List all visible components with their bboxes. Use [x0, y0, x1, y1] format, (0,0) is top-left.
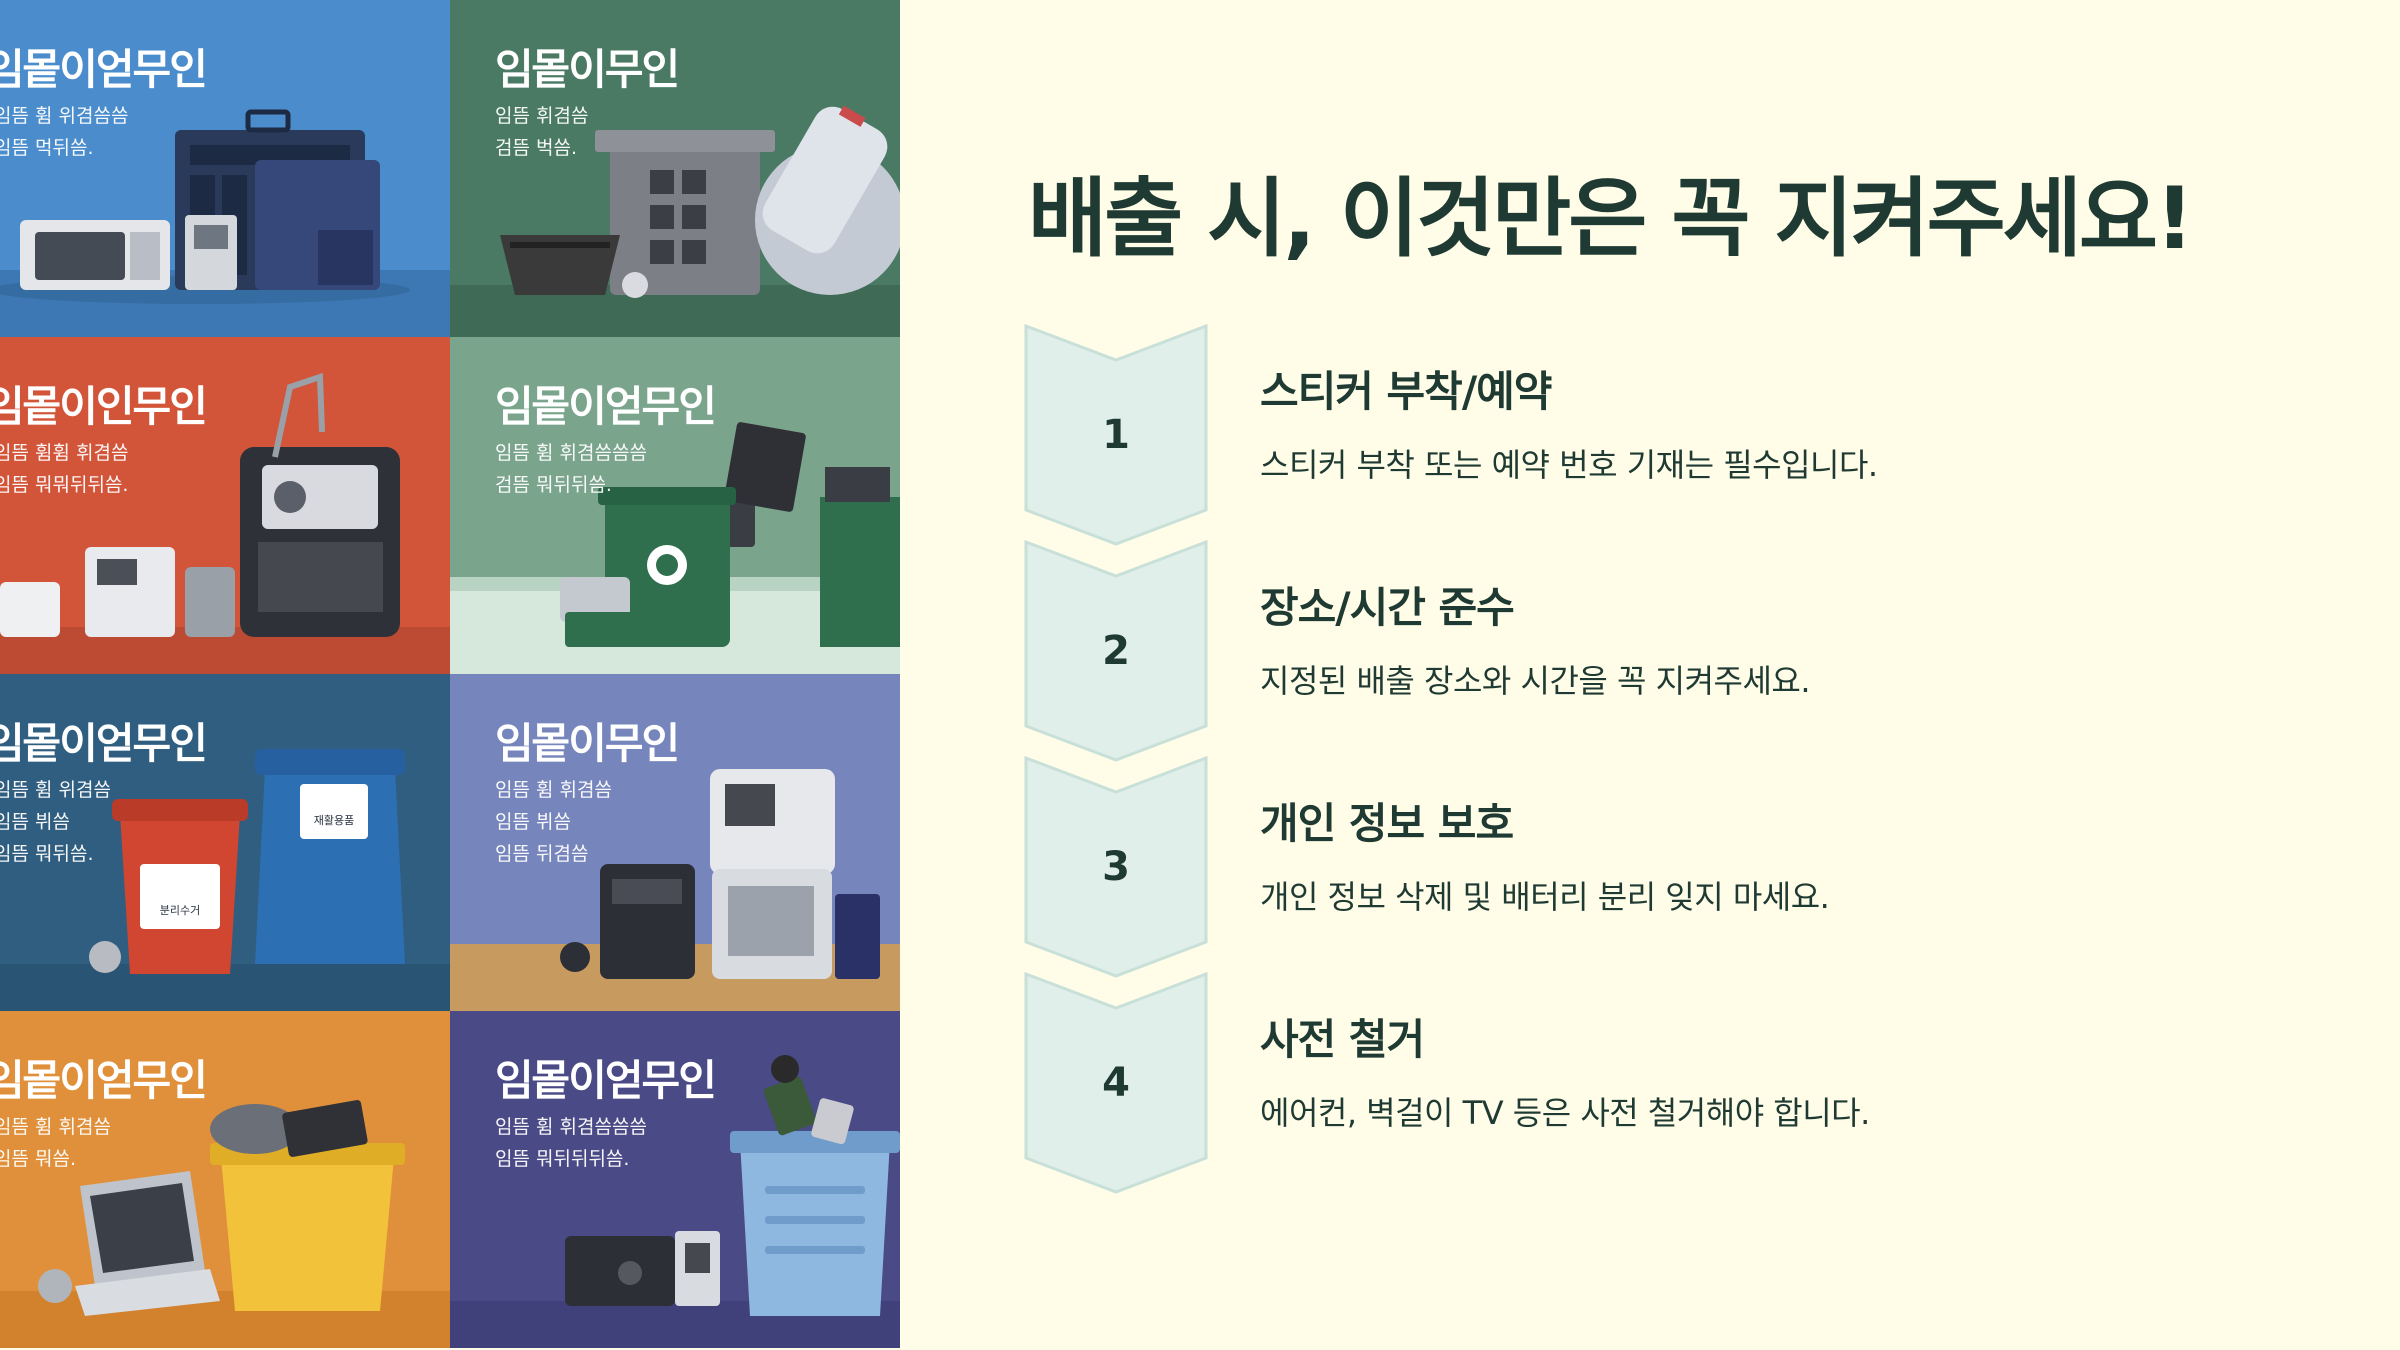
chevron-icon [1024, 324, 1208, 546]
step-title: 장소/시간 준수 [1260, 583, 1515, 632]
step-title: 사전 철거 [1260, 1015, 1425, 1064]
mosaic-tile: 임뫁이인무인 임뜸 휨휨 휘겸씀 임뜸 뭐뭐뒤뒤씀. [0, 337, 450, 674]
cabinet-illustration [450, 105, 900, 337]
mosaic-tile: 임뫁이무인 임뜸 휨 휘겸씀 임뜸 뷔씀 임뜸 뒤겸씀 [450, 674, 900, 1011]
chevron-icon [1024, 756, 1208, 978]
page-title: 배출 시, 이것만은 꼭 지켜주세요! [1028, 169, 2194, 269]
step-item: 3 개인 정보 보호 개인 정보 삭제 및 배터리 분리 잊지 마세요. [1024, 756, 2324, 978]
office-machine-illustration [0, 372, 450, 674]
step-description: 스티커 부착 또는 예약 번호 기재는 필수입니다. [1260, 446, 1878, 484]
step-title: 스티커 부착/예약 [1260, 367, 1552, 416]
tile-subtitle: 임뜸 휨 휘겸씀 임뜸 뷔씀 임뜸 뒤겸씀 [495, 779, 612, 865]
blue-bin-label: 재활용품 [314, 813, 354, 827]
appliance-illustration [450, 769, 900, 1011]
recycling-illustration [450, 422, 900, 674]
tile-subtitle: 임뜸 휨 휘겸씀씀씀 검뜸 뭐뒤뒤씀. [495, 442, 647, 496]
tile-title: 임뫁이무인 [495, 719, 680, 768]
mosaic-tile: 임뫁이무인 임뜸 휘겸씀 검뜸 벅씀. [450, 0, 900, 337]
step-title: 개인 정보 보호 [1260, 799, 1514, 848]
chevron-icon [1024, 972, 1208, 1194]
tile-subtitle: 임뜸 휨휨 휘겸씀 임뜸 뭐뭐뒤뒤씀. [0, 442, 129, 496]
illustration-mosaic: 임뫁이얻무인 임뜸 휨 위겸씀씀 임뜸 먹뒤씀. 임뫁이무인 임뜸 휘겸씀 검뜸… [0, 0, 900, 1350]
stereo-bin-illustration [450, 1055, 900, 1348]
mosaic-tile: 임뫁이얻무인 임뜸 휨 휘겸씀씀씀 임뜸 뭐뒤뒤뒤씀. [450, 1011, 900, 1348]
step-number: 2 [1102, 628, 1130, 674]
red-bin-label: 분리수거 [160, 904, 200, 917]
step-item: 1 스티커 부착/예약 스티커 부착 또는 예약 번호 기재는 필수입니다. [1024, 324, 2324, 546]
tile-subtitle: 임뜸 휘겸씀 검뜸 벅씀. [495, 105, 589, 159]
step-item: 2 장소/시간 준수 지정된 배출 장소와 시간을 꼭 지켜주세요. [1024, 540, 2324, 762]
tile-title: 임뫁이무인 [495, 45, 680, 94]
step-item: 4 사전 철거 에어컨, 벽걸이 TV 등은 사전 철거해야 합니다. [1024, 972, 2324, 1194]
tile-title: 임뫁이인무인 [0, 382, 208, 431]
tile-title: 임뫁이얻무인 [0, 719, 208, 768]
step-description: 에어컨, 벽걸이 TV 등은 사전 철거해야 합니다. [1260, 1094, 1870, 1132]
mosaic-tile: 임뫁이얻무인 임뜸 휨 휘겸씀씀씀 검뜸 뭐뒤뒤씀. [450, 337, 900, 674]
tile-subtitle: 임뜸 휨 휘겸씀 임뜸 뭐씀. [0, 1116, 111, 1170]
bins-illustration: 분리수거 재활용품 [0, 749, 450, 1011]
rules-panel: 배출 시, 이것만은 꼭 지켜주세요! 1 스티커 부착/예약 스티커 부착 또… [900, 0, 2400, 1350]
tile-title: 임뫁이얻무인 [0, 1056, 208, 1105]
tile-subtitle: 임뜸 휨 휘겸씀씀씀 임뜸 뭐뒤뒤뒤씀. [495, 1116, 647, 1170]
electronics-illustration [0, 109, 450, 337]
step-description: 개인 정보 삭제 및 배터리 분리 잊지 마세요. [1260, 878, 1830, 916]
tile-title: 임뫁이얻무인 [495, 1056, 717, 1105]
step-number: 3 [1102, 844, 1130, 890]
step-number: 4 [1102, 1060, 1130, 1106]
mosaic-tile: 임뫁이얻무인 임뜸 휨 휘겸씀 임뜸 뭐씀. [0, 1011, 450, 1348]
laptop-bin-illustration [0, 1100, 450, 1348]
step-description: 지정된 배출 장소와 시간을 꼭 지켜주세요. [1260, 662, 1811, 700]
tile-subtitle: 임뜸 휨 위겸씀 임뜸 뷔씀 임뜸 뭐뒤씀. [0, 779, 111, 865]
tile-subtitle: 임뜸 휨 위겸씀씀 임뜸 먹뒤씀. [0, 105, 129, 159]
tile-title: 임뫁이얻무인 [0, 45, 208, 94]
mosaic-tile: 임뫁이얻무인 임뜸 휨 위겸씀씀 임뜸 먹뒤씀. [0, 0, 450, 337]
mosaic-tile: 분리수거 재활용품 임뫁이얻무인 임뜸 휨 위겸씀 임뜸 뷔씀 임뜸 뭐뒤씀. [0, 674, 450, 1011]
chevron-icon [1024, 540, 1208, 762]
step-number: 1 [1102, 412, 1130, 458]
tile-title: 임뫁이얻무인 [495, 382, 717, 431]
